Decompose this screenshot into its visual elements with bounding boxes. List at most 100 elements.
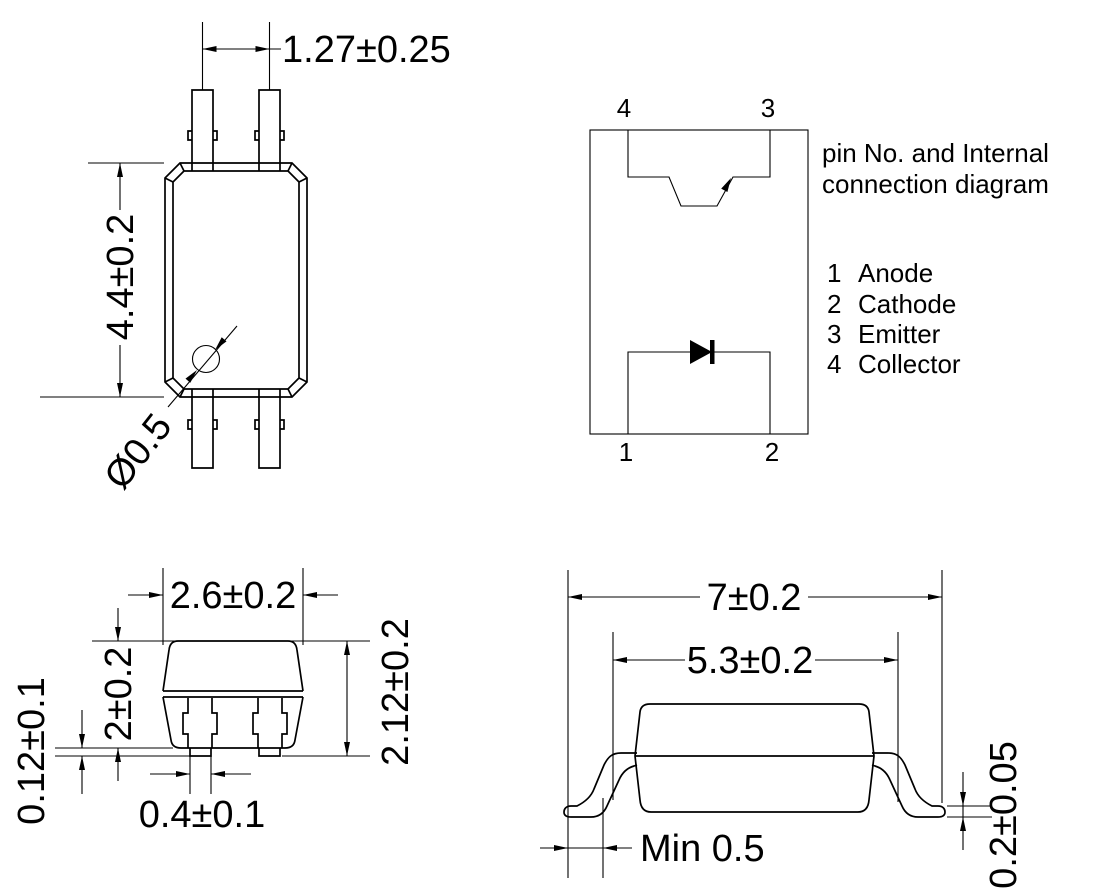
arrowhead-upper	[215, 337, 227, 350]
body-lower-outline	[162, 696, 304, 749]
diagram-heading: pin No. and Internal connection diagram	[822, 138, 1049, 199]
pitch-label: 1.27±0.25	[282, 29, 451, 71]
pin-number-2: 2	[765, 437, 779, 467]
bottom-pin-left	[187, 389, 218, 469]
arrowhead-up	[115, 748, 121, 762]
top-pin-left	[187, 89, 218, 171]
front-lead-left	[182, 698, 218, 757]
body-width-label: 2.6±0.2	[170, 575, 297, 617]
body-height-extension-lines	[55, 640, 370, 749]
side-body-length-label: 5.3±0.2	[687, 640, 814, 682]
arrowhead-left	[613, 657, 627, 663]
front-view-package-body	[162, 640, 304, 757]
arrowhead-down	[115, 627, 121, 641]
lead-span-extension-lines	[567, 570, 943, 878]
phototransistor-lines	[627, 130, 771, 207]
arrowhead-right	[928, 594, 942, 600]
diode-triangle	[690, 340, 712, 364]
diode-cathode-bar	[710, 340, 715, 364]
top-pin-right	[254, 89, 285, 171]
body-length-label: 4.4±0.2	[100, 214, 142, 341]
emitter-arrowhead	[721, 178, 731, 192]
heading-line-1: pin No. and Internal	[822, 138, 1049, 168]
dim-foot-length: Min 0.5	[540, 798, 765, 878]
arrowhead-down	[344, 742, 350, 756]
connection-diagram: 4 3 1 2 pin No. and Internal connection …	[589, 93, 1049, 467]
lead-width-label: 0.4±0.1	[139, 794, 266, 836]
lead-thickness-extension-lines	[947, 805, 992, 818]
bottom-pin-right	[254, 389, 285, 469]
pin-number-1: 1	[619, 437, 633, 467]
arrowhead-down	[960, 792, 966, 806]
body-width-extension-lines	[162, 568, 304, 645]
led-symbol	[627, 340, 771, 434]
arrowhead-up	[960, 817, 966, 831]
dim-lead-width: 0.4±0.1	[139, 756, 266, 836]
diameter-leader-line	[167, 325, 238, 408]
dim-front-body-width: 2.6±0.2	[128, 568, 338, 645]
body-parting-band	[163, 690, 303, 698]
body-outline	[634, 703, 875, 813]
dim-standoff: 0.12±0.1	[11, 677, 190, 825]
pitch-extension-lines	[201, 22, 271, 90]
body-height-label: 2±0.2	[98, 647, 140, 742]
top-view-package-body	[164, 89, 308, 469]
arrowhead-right	[149, 592, 163, 598]
arrowhead-up	[117, 163, 123, 177]
arrowhead-left	[303, 592, 317, 598]
arrowhead-down	[117, 383, 123, 397]
arrowhead-left	[211, 771, 225, 777]
arrowhead-down	[79, 734, 85, 748]
body-outer-outline	[164, 162, 308, 398]
led-lines	[627, 351, 771, 434]
gullwing-lead-left	[563, 752, 638, 818]
phototransistor-symbol	[627, 130, 771, 207]
body-inner-outline	[172, 170, 300, 390]
lead-span-label: 7±0.2	[707, 577, 802, 619]
arrowhead-left	[202, 46, 217, 52]
dim-lead-span: 7±0.2	[567, 570, 943, 878]
dim-body-length: 4.4±0.2	[40, 162, 164, 398]
gullwing-lead-right	[871, 752, 946, 818]
dim-front-body-height: 2±0.2	[55, 608, 370, 781]
lead-thickness-label: 0.2±0.05	[983, 741, 1025, 889]
dim-pin-pitch: 1.27±0.25	[201, 22, 451, 90]
dim-hole-diameter: Ø0.5	[97, 325, 238, 497]
arrowhead-left	[568, 594, 582, 600]
arrowhead-right	[176, 771, 190, 777]
arrowhead-up	[79, 756, 85, 770]
pin-number-3: 3	[761, 93, 775, 123]
foot-length-label: Min 0.5	[640, 828, 765, 870]
diagram-outline	[589, 129, 809, 435]
side-view: 7±0.2 5.3±0.2 Min 0.5 0.2±0.05	[540, 570, 1025, 889]
arrowhead-right	[255, 46, 270, 52]
standoff-label: 0.12±0.1	[11, 677, 53, 825]
pin-number-4: 4	[617, 93, 631, 123]
arrowhead-up	[344, 641, 350, 655]
front-lead-right	[252, 698, 288, 757]
overall-height-label: 2.12±0.2	[375, 618, 417, 766]
body-length-extension-lines	[40, 162, 164, 398]
side-view-package-body	[563, 703, 946, 818]
body-upper-outline	[162, 640, 304, 692]
dim-overall-height: 2.12±0.2	[282, 618, 417, 766]
body-chamfer-edges	[164, 162, 308, 398]
arrowhead-right	[884, 657, 898, 663]
heading-line-2: connection diagram	[822, 169, 1049, 199]
front-view: 2.6±0.2 2±0.2 0.12±0.1 0.4±0.1	[11, 568, 417, 836]
dim-side-body-length: 5.3±0.2	[612, 632, 899, 802]
dim-lead-thickness: 0.2±0.05	[947, 741, 1025, 889]
index-hole	[191, 344, 221, 374]
hole-diameter-label: Ø0.5	[97, 406, 181, 497]
top-view: 1.27±0.25 4.4±0.2 Ø0.5	[40, 22, 451, 497]
arrowhead-left	[603, 845, 617, 851]
arrowhead-right	[554, 845, 568, 851]
lead-width-extension-lines	[189, 756, 212, 794]
